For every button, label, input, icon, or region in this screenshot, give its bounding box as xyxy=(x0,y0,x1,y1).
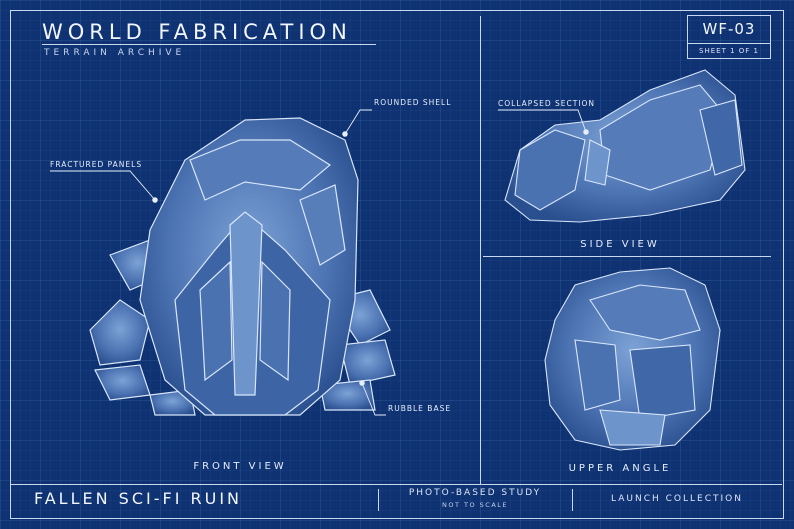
upper-angle-model xyxy=(544,267,721,451)
callout-leaders xyxy=(50,109,589,416)
sheet-id-block: WF-03 SHEET 1 OF 1 xyxy=(687,15,771,59)
callout-rounded-shell: ROUNDED SHELL xyxy=(374,98,452,107)
sheet-title: WORLD FABRICATION xyxy=(42,20,352,44)
callout-fractured-panels: FRACTURED PANELS xyxy=(50,160,143,169)
model-name: FALLEN SCI-FI RUIN xyxy=(34,489,243,508)
side-view-model xyxy=(504,69,746,223)
caption-front-view: FRONT VIEW xyxy=(193,461,287,472)
callout-collapsed-section: COLLAPSED SECTION xyxy=(498,99,596,108)
view-divider-horizontal xyxy=(483,256,771,257)
sheet-number: SHEET 1 OF 1 xyxy=(699,47,759,55)
footer-rule xyxy=(10,484,782,485)
view-divider-vertical xyxy=(480,16,481,484)
study-type: PHOTO-BASED STUDY xyxy=(408,488,542,498)
footer-divider xyxy=(378,489,379,511)
title-underline xyxy=(42,44,376,45)
id-block-divider xyxy=(688,43,770,44)
outer-frame xyxy=(10,10,784,519)
front-view-model xyxy=(89,117,396,416)
sheet-code: WF-03 xyxy=(702,20,756,38)
footer-divider xyxy=(572,489,573,511)
callout-rubble-base: RUBBLE BASE xyxy=(388,404,452,413)
scale-note: NOT TO SCALE xyxy=(441,501,508,509)
caption-upper-angle: UPPER ANGLE xyxy=(568,463,672,474)
sheet-subtitle: TERRAIN ARCHIVE xyxy=(44,48,186,58)
collection-label: LAUNCH COLLECTION xyxy=(611,494,743,504)
caption-side-view: SIDE VIEW xyxy=(580,239,660,250)
